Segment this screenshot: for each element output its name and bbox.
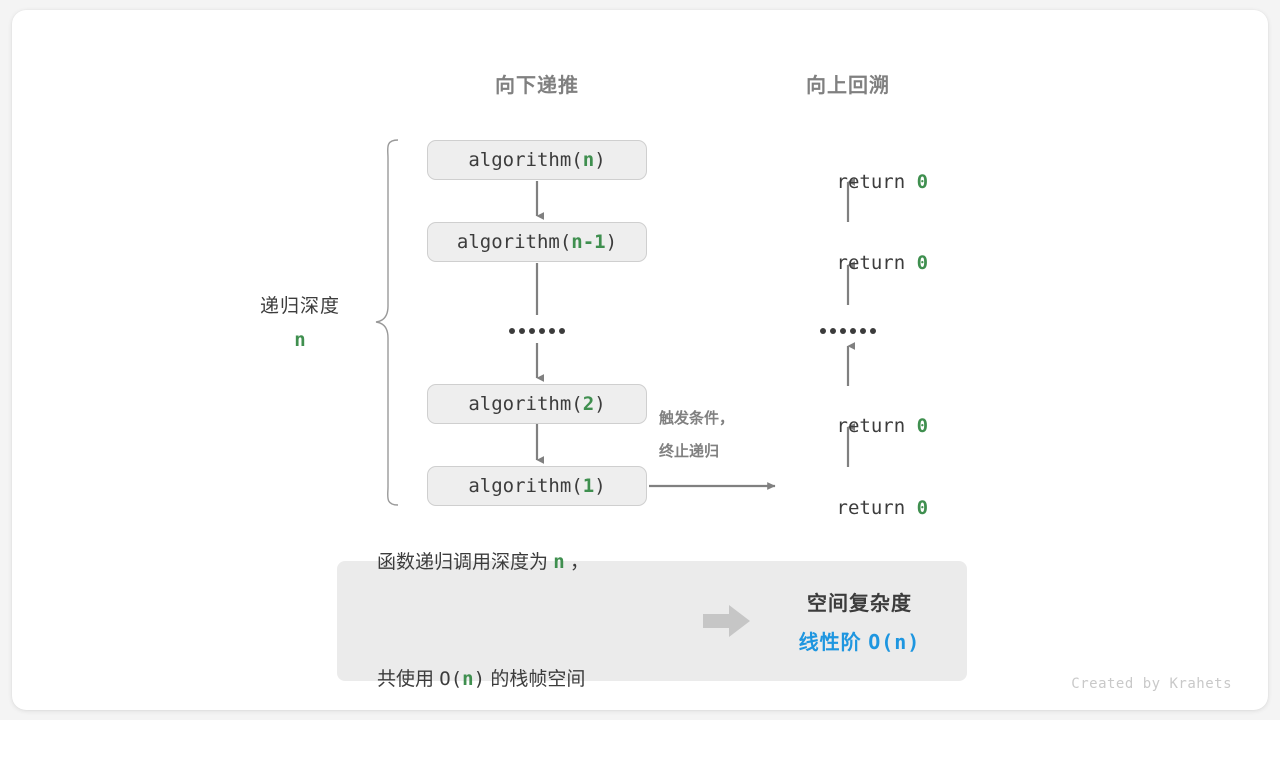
summary-line2-n: n [462, 668, 474, 690]
return-label-1: return 0 [768, 149, 929, 215]
complexity-notation: O(n) [868, 630, 921, 654]
terminate-note-line1: 触发条件， [659, 410, 735, 427]
return-label-3: return 0 [768, 393, 929, 459]
summary-line1-n: n [553, 551, 565, 573]
call-box-prefix: algorithm( [468, 475, 583, 497]
credit-text: Created by Krahets [1071, 676, 1232, 692]
diagram-canvas: 向下递推 向上回溯 [0, 0, 1280, 720]
call-box-suffix: ) [594, 393, 606, 415]
call-box-n[interactable]: algorithm(n) [427, 140, 647, 180]
call-box-arg: 2 [582, 393, 595, 415]
summary-line1-tail: ， [564, 552, 590, 573]
right-block-arrow-icon [703, 605, 750, 637]
call-box-arg: n-1 [571, 231, 606, 253]
terminate-condition-note: 触发条件， 终止递归 [659, 402, 734, 468]
diagram-card: 向下递推 向上回溯 [12, 10, 1268, 710]
recursion-depth-annotation: 递归深度 n [260, 291, 340, 351]
column-header-downward-recursion: 向下递推 [495, 75, 579, 97]
call-box-arg: 1 [582, 475, 595, 497]
space-complexity-value: 线性阶 O(n) [762, 626, 957, 655]
return-value: 0 [916, 415, 929, 437]
space-complexity-title: 空间复杂度 [807, 593, 912, 615]
complexity-order-label: 线性阶 [798, 632, 869, 654]
call-box-prefix: algorithm( [456, 231, 572, 253]
summary-line-1: 函数递归调用深度为 n ， [377, 543, 692, 582]
terminate-note-line2: 终止递归 [659, 443, 720, 460]
call-box-suffix: ) [594, 149, 606, 171]
return-label-2: return 0 [768, 230, 929, 296]
call-box-1[interactable]: algorithm(1) [427, 466, 647, 506]
summary-line2-tail: 的栈帧空间 [485, 669, 586, 690]
return-label-4: return 0 [768, 475, 929, 541]
call-box-prefix: algorithm( [468, 149, 583, 171]
return-keyword: return [836, 415, 917, 437]
return-value: 0 [916, 497, 929, 519]
call-box-suffix: ) [605, 231, 618, 253]
summary-line2-o: O( [439, 668, 463, 690]
ellipsis-dots-right [820, 328, 876, 334]
return-keyword: return [836, 171, 917, 193]
summary-arrow-wrap [692, 604, 762, 638]
return-keyword: return [836, 497, 917, 519]
summary-line2-text: 共使用 [377, 669, 440, 690]
summary-line1-text: 函数递归调用深度为 [377, 552, 554, 573]
summary-line-2: 共使用 O(n) 的栈帧空间 [377, 660, 692, 699]
call-box-suffix: ) [594, 475, 606, 497]
summary-result: 空间复杂度 线性阶 O(n) [762, 587, 967, 655]
call-box-2[interactable]: algorithm(2) [427, 384, 647, 424]
recursion-depth-label: 递归深度 [259, 296, 341, 317]
call-box-prefix: algorithm( [468, 393, 583, 415]
summary-line2-paren: ) [473, 668, 486, 690]
ellipsis-dots-left [509, 328, 565, 334]
column-header-upward-backtracking: 向上回溯 [806, 75, 890, 97]
call-box-n-minus-1[interactable]: algorithm(n-1) [427, 222, 647, 262]
recursion-depth-value: n [294, 329, 306, 351]
call-box-arg: n [582, 149, 595, 171]
return-value: 0 [916, 171, 929, 193]
summary-panel: 函数递归调用深度为 n ， 共使用 O(n) 的栈帧空间 空间复杂度 线性阶 O… [337, 551, 967, 690]
return-value: 0 [916, 252, 929, 274]
recursion-depth-brace [375, 139, 399, 506]
summary-description: 函数递归调用深度为 n ， 共使用 O(n) 的栈帧空间 [337, 465, 692, 777]
return-keyword: return [836, 252, 917, 274]
